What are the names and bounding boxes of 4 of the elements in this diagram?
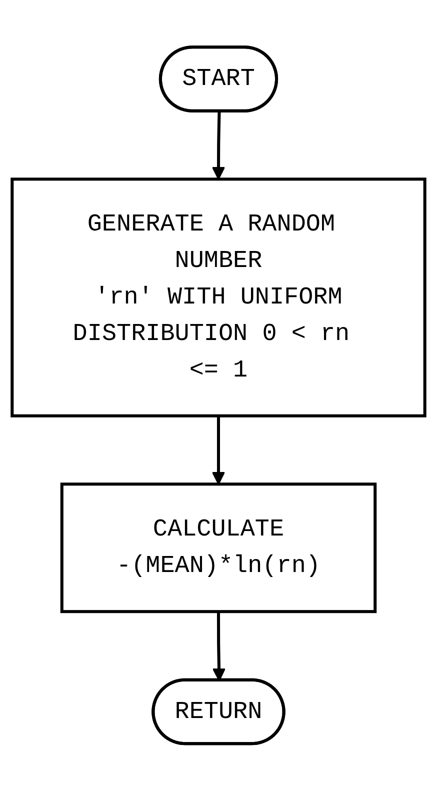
- arrow: [212, 415, 226, 484]
- node-box: GENERATE A RANDOM NUMBER 'rn' WITH UNIFORM DISTRIBUTION 0 < rn <= 1: [10, 177, 426, 417]
- node-box: CALCULATE -(MEAN)*ln(rn): [60, 482, 377, 613]
- arrow: [212, 111, 226, 180]
